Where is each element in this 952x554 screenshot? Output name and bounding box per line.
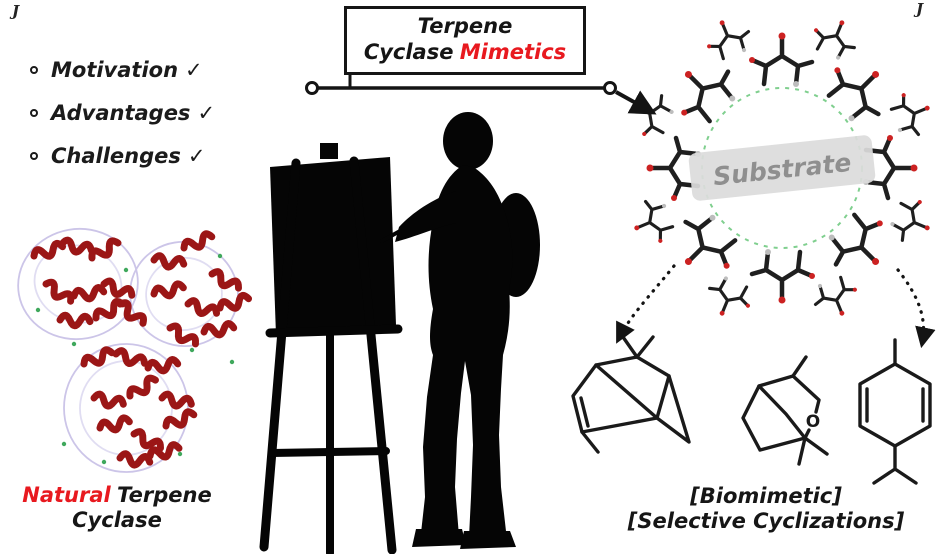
easel-clamp <box>320 143 338 159</box>
bullet-label: Challenges <box>51 144 181 168</box>
product-structure-cymene-right <box>858 338 932 485</box>
connector-node-left <box>305 81 319 95</box>
bridge-bond <box>757 384 807 440</box>
bullet-challenges: Challenges ✓ <box>30 144 215 168</box>
easel-leg-left <box>259 158 301 552</box>
paint-brush <box>380 229 402 243</box>
bridge-bond <box>594 363 659 420</box>
painter-shoe-back <box>460 531 516 549</box>
protein-ion-dots <box>35 253 235 465</box>
title-cyclase: Cyclase <box>363 40 454 65</box>
bullet-label: Advantages <box>51 101 191 125</box>
methyl-tail <box>580 430 600 454</box>
checkmark-icon: ✓ <box>197 101 216 125</box>
caption-terpene: Terpene <box>117 483 212 507</box>
gem-dimethyl <box>621 335 655 359</box>
painter-at-easel-illustration <box>259 112 540 554</box>
protein-structure-illustration <box>17 227 264 473</box>
gem-dimethyl <box>797 436 829 466</box>
bullet-motivation: Motivation ✓ <box>30 58 215 82</box>
caption-natural: Natural <box>22 483 111 507</box>
painter-arm <box>395 191 456 242</box>
checkmark-icon: ✓ <box>185 58 203 82</box>
product-structures: O <box>571 335 932 485</box>
painter-shoe-front <box>412 529 466 547</box>
product-structure-bicyclic-left <box>571 335 691 454</box>
caption-biomimetic: [Biomimetic] <box>690 484 842 508</box>
molecular-cage-illustration: Substrate <box>624 10 940 326</box>
title-line-1: Terpene <box>417 14 513 38</box>
easel-crossbar <box>268 447 390 457</box>
protein-helices <box>32 232 250 467</box>
double-bond <box>579 396 590 428</box>
easel-tray <box>265 324 403 338</box>
corner-artifact-left: J <box>12 2 20 20</box>
substrate-band: Substrate <box>688 135 876 201</box>
bullet-circle-icon <box>30 109 38 117</box>
bullet-list: Motivation ✓ Advantages ✓ Challenges ✓ <box>30 58 215 187</box>
bullet-label: Motivation <box>51 58 179 82</box>
methyl <box>791 355 808 378</box>
checkmark-icon: ✓ <box>187 144 206 168</box>
painter-body <box>421 165 513 540</box>
bridge-triangle <box>655 374 691 444</box>
oxygen-atom-label: O <box>806 412 820 432</box>
products-caption: [Biomimetic] [Selective Cyclizations] <box>588 484 944 534</box>
bullet-advantages: Advantages ✓ <box>30 101 215 125</box>
corner-artifact-right: J <box>916 0 924 18</box>
protein-caption-line-2: Cyclase <box>72 508 162 533</box>
bullet-circle-icon <box>30 152 38 160</box>
bullet-circle-icon <box>30 66 38 74</box>
product-structure-ether-middle <box>741 355 829 466</box>
easel-leg-right <box>349 156 397 554</box>
isopropyl <box>872 444 918 485</box>
title-mimetics: Mimetics <box>459 40 567 65</box>
caption-selective: [Selective Cyclizations] <box>627 509 905 534</box>
ring <box>858 362 932 448</box>
painter-head <box>443 112 493 170</box>
